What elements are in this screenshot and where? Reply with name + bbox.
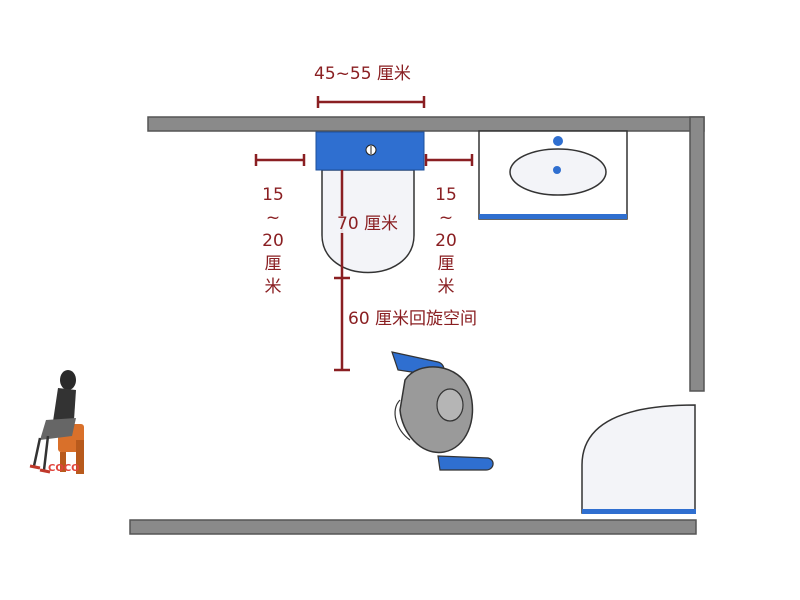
tank-width-label: 45~55 厘米: [314, 64, 411, 84]
turning-space-label: 60 厘米回旋空间: [348, 309, 478, 329]
left-side-clearance-label: 15 ~ 20 厘 米: [262, 185, 284, 297]
decorative-figure: [29, 370, 84, 474]
brand-label: COCO: [48, 463, 80, 474]
faucet-icon: [553, 136, 563, 146]
shower: [581, 404, 696, 514]
sink: [478, 130, 628, 220]
toilet-depth-label: 70 厘米: [337, 214, 399, 234]
bottom-wall: [129, 519, 697, 535]
person-figure: [391, 351, 494, 471]
drain-icon: [553, 166, 561, 174]
right-wall: [689, 116, 705, 392]
right-side-clearance-label: 15 ~ 20 厘 米: [435, 185, 457, 297]
dimension-lines: [254, 96, 474, 372]
toilet: [315, 131, 425, 274]
top-wall: [147, 116, 705, 132]
